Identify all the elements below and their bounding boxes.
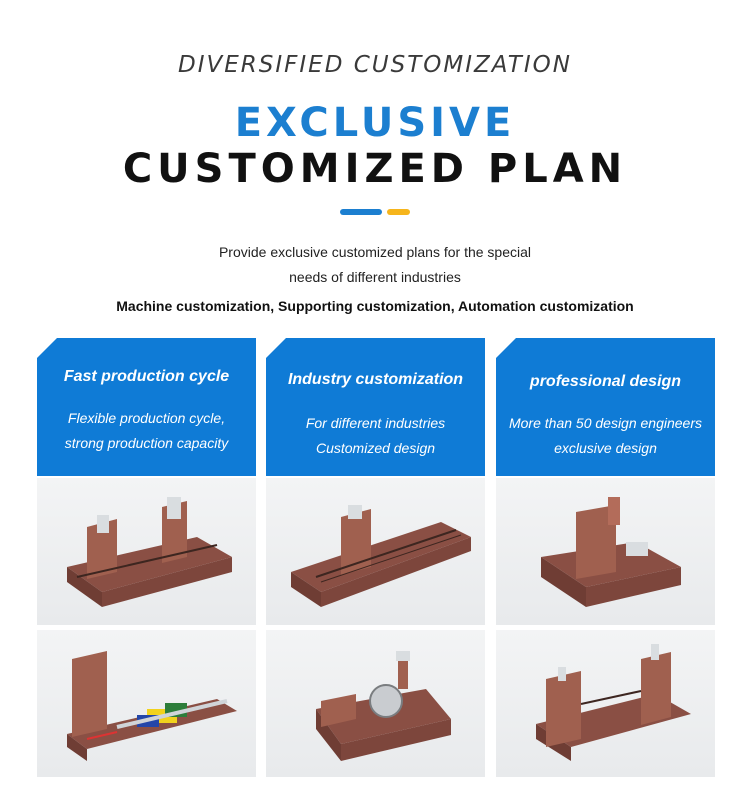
headline-customized-plan: CUSTOMIZED PLAN	[122, 146, 628, 192]
feature-title: professional design	[529, 373, 682, 390]
feature-text-line-1: Flexible production cycle,	[67, 410, 226, 426]
feature-title: Fast production cycle	[63, 368, 230, 385]
machine-image-gantry	[37, 478, 256, 625]
feature-card-fast-production: Fast production cycle Flexible productio…	[37, 338, 256, 777]
divider-blue	[340, 209, 382, 215]
feature-text-line-1: More than 50 design engineers	[508, 415, 703, 431]
feature-text: Flexible production cycle, strong produc…	[37, 406, 256, 456]
description: Provide exclusive customized plans for t…	[0, 240, 750, 290]
feature-panel: professional design More than 50 design …	[496, 338, 715, 476]
description-line-2: needs of different industries	[289, 269, 461, 285]
feature-text-line-1: For different industries	[305, 415, 446, 431]
description-line-1: Provide exclusive customized plans for t…	[218, 244, 532, 260]
feature-panel: Industry customization For different ind…	[266, 338, 485, 476]
feature-text: For different industries Customized desi…	[266, 411, 485, 461]
divider-yellow	[387, 209, 410, 215]
feature-panel: Fast production cycle Flexible productio…	[37, 338, 256, 476]
feature-text-line-2: Customized design	[315, 440, 436, 456]
feature-text-line-2: exclusive design	[554, 440, 657, 456]
machine-image-turning-center	[266, 630, 485, 777]
feature-card-professional-design: professional design More than 50 design …	[496, 338, 715, 777]
feature-text-line-2: strong production capacity	[64, 435, 229, 451]
feature-card-industry-customization: Industry customization For different ind…	[266, 338, 485, 777]
machine-image-vertical-column	[496, 478, 715, 625]
machine-image-double-column	[496, 630, 715, 777]
headline-exclusive: EXCLUSIVE	[234, 100, 516, 146]
kicker-title: DIVERSIFIED CUSTOMIZATION	[178, 52, 572, 78]
machine-image-slant-bed	[266, 478, 485, 625]
feature-title: Industry customization	[287, 371, 464, 388]
customization-subline: Machine customization, Supporting custom…	[116, 298, 634, 314]
feature-text: More than 50 design engineers exclusive …	[496, 411, 715, 461]
machine-image-lathe	[37, 630, 256, 777]
